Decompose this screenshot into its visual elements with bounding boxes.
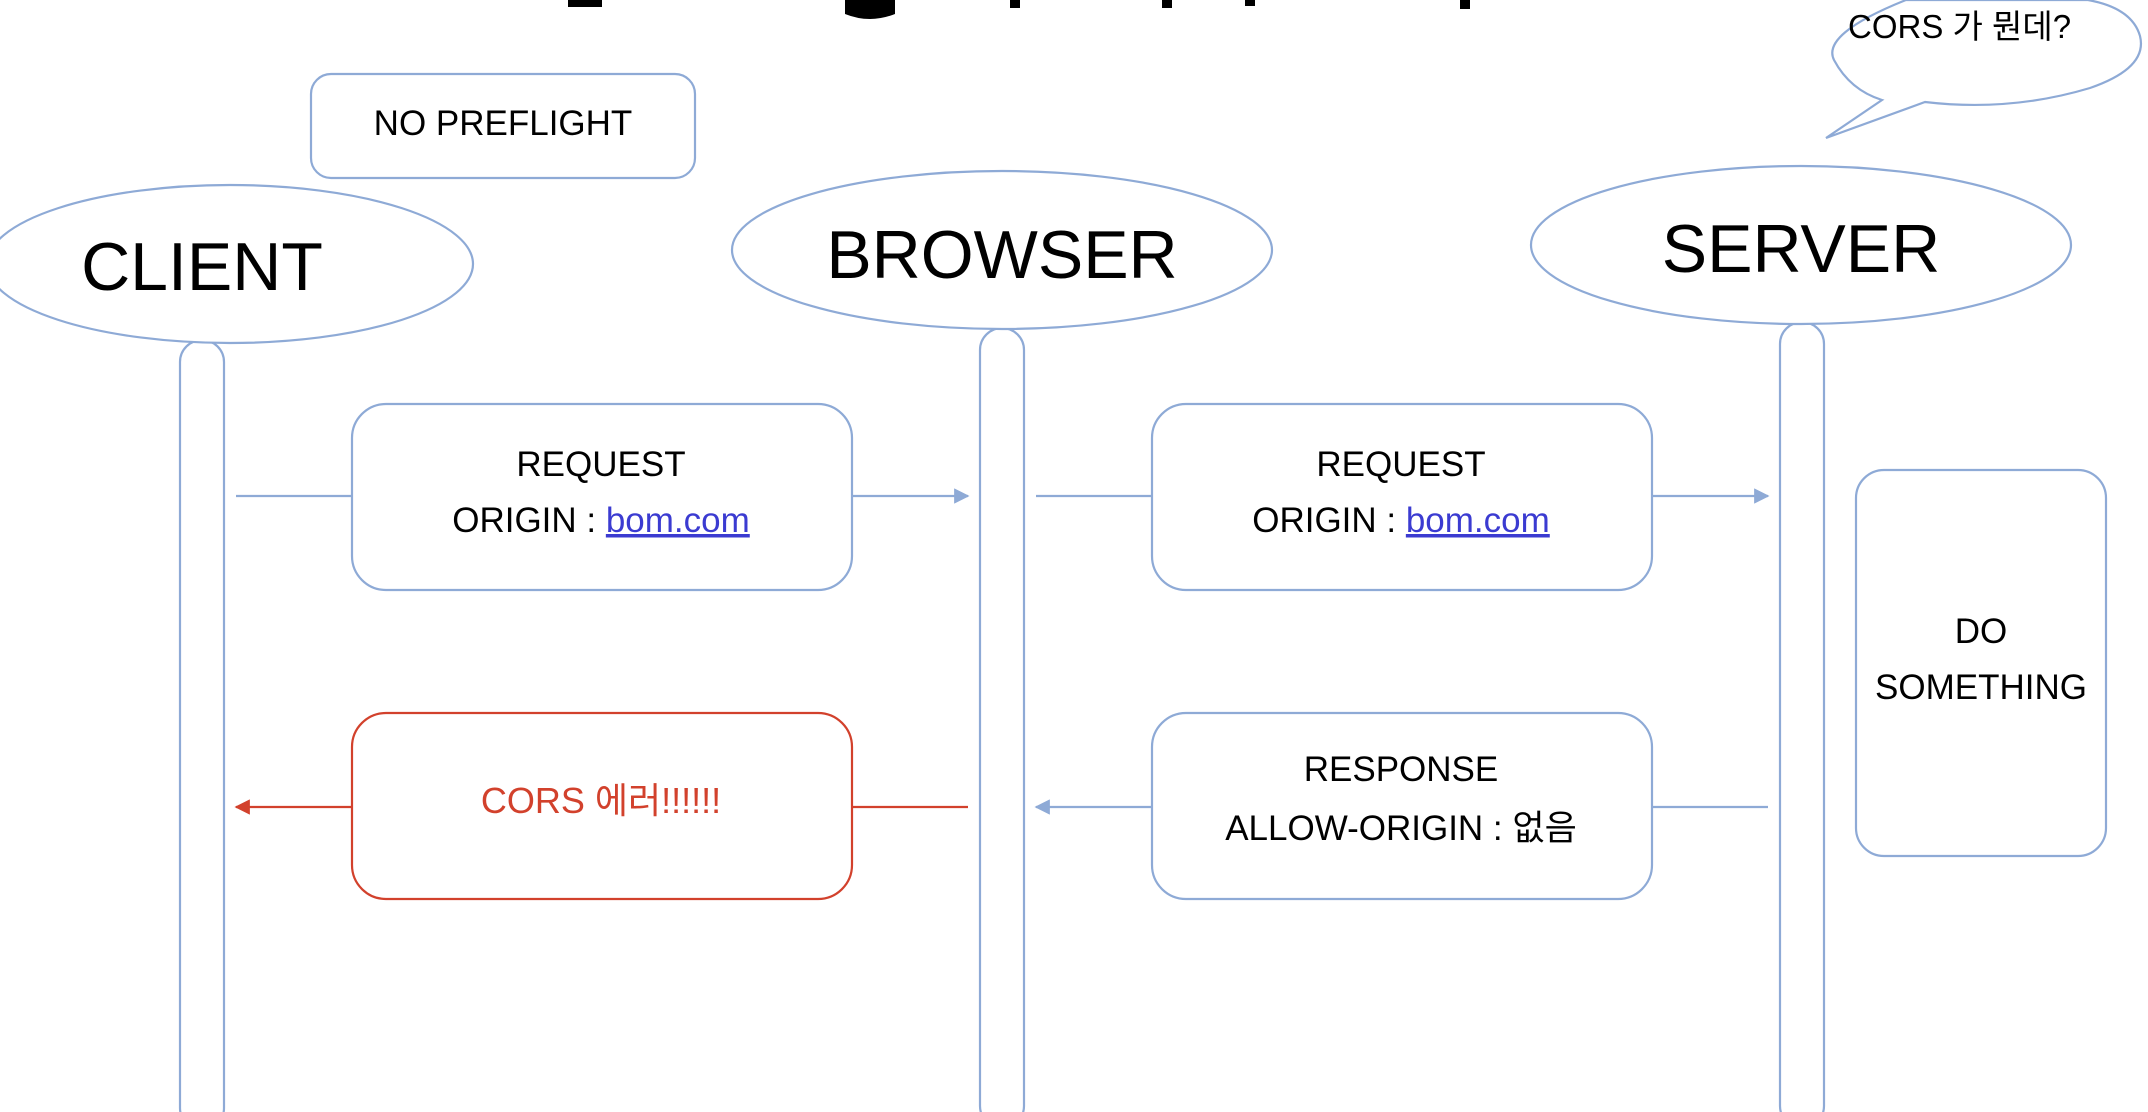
server-action-box xyxy=(1854,468,2108,858)
cors-error-text: CORS 에러!!!!!! xyxy=(481,780,721,821)
server-action-line1: DO xyxy=(1955,612,2008,651)
browser-request-origin-link: bom.com xyxy=(1406,501,1550,540)
server-lifeline xyxy=(1778,320,1826,1112)
client-lifeline xyxy=(178,338,226,1112)
server-response-allow-origin: ALLOW-ORIGIN : 없음 xyxy=(1225,809,1577,848)
server-response-title: RESPONSE xyxy=(1304,750,1499,789)
server-ellipse xyxy=(1529,164,2073,326)
browser-lifeline xyxy=(978,326,1026,1112)
server-actor: SERVER xyxy=(1529,164,2073,1112)
browser-label: BROWSER xyxy=(826,217,1177,293)
cropped-title-fragments xyxy=(568,0,1470,19)
no-preflight-note: NO PREFLIGHT xyxy=(309,72,697,180)
server-response-box xyxy=(1150,711,1654,901)
client-request-origin: ORIGIN : bom.com xyxy=(452,501,750,540)
server-response-message: RESPONSE ALLOW-ORIGIN : 없음 xyxy=(1034,711,1768,901)
server-label: SERVER xyxy=(1662,211,1940,287)
speech-bubble-text: CORS 가 뭔데? xyxy=(1848,8,2071,45)
cors-error-box xyxy=(350,711,854,901)
client-ellipse xyxy=(0,183,475,345)
cors-error-message: CORS 에러!!!!!! xyxy=(234,711,968,901)
server-action-line2: SOMETHING xyxy=(1875,668,2087,707)
browser-actor: BROWSER xyxy=(730,169,1274,1112)
browser-ellipse xyxy=(730,169,1274,331)
browser-request-message: REQUEST ORIGIN : bom.com xyxy=(1036,402,1770,592)
client-request-title: REQUEST xyxy=(516,445,685,484)
no-preflight-label: NO PREFLIGHT xyxy=(374,104,633,143)
browser-request-box xyxy=(1150,402,1654,592)
server-action: DO SOMETHING xyxy=(1854,468,2108,858)
speech-bubble: CORS 가 뭔데? xyxy=(1825,0,2143,140)
client-actor: CLIENT xyxy=(0,183,475,1112)
client-label: CLIENT xyxy=(81,229,323,305)
client-request-message: REQUEST ORIGIN : bom.com xyxy=(236,402,970,592)
browser-request-title: REQUEST xyxy=(1316,445,1485,484)
client-request-origin-link: bom.com xyxy=(606,501,750,540)
client-request-box xyxy=(350,402,854,592)
browser-request-origin: ORIGIN : bom.com xyxy=(1252,501,1550,540)
